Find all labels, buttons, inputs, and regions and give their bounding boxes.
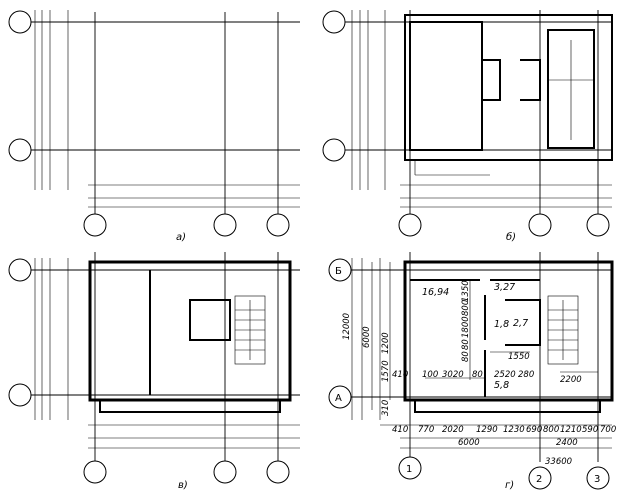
- axis-bubble: [213, 213, 237, 237]
- axis-bubble: [528, 213, 552, 237]
- axis-bubble: [266, 460, 290, 484]
- room-dim: 100: [422, 370, 438, 380]
- axis-bubble-2: [528, 466, 552, 490]
- axis-bubble: [266, 213, 290, 237]
- bottom-dim: 6000: [458, 438, 480, 448]
- bottom-dim: 800: [543, 425, 559, 435]
- bottom-dim: 2400: [556, 438, 578, 448]
- room-dim: 1550: [508, 352, 530, 362]
- room-dim: 2520: [494, 370, 516, 380]
- axis-bubble-A: [328, 385, 352, 409]
- panel-b: б): [322, 10, 613, 243]
- axis-bubble-3: [586, 466, 610, 490]
- axis-bubble: [83, 460, 107, 484]
- bottom-dim: 410: [392, 425, 408, 435]
- axis-bubble: [398, 213, 422, 237]
- vertical-dim: 1200: [381, 332, 391, 354]
- axis-number: 2: [536, 474, 542, 485]
- panel-b-label: б): [506, 231, 516, 243]
- vertical-dim: 310: [381, 400, 391, 416]
- panel-g: Б А 1 2 3 16,94 3,27 1,8 2,7 5,8 1550 10…: [328, 252, 616, 491]
- bottom-dim: 2020: [442, 425, 464, 435]
- bottom-dim: 33600: [545, 457, 572, 467]
- vertical-dim: 1800: [461, 316, 471, 338]
- overall-vertical-dim: 6000: [362, 326, 372, 348]
- room-area: 16,94: [422, 287, 449, 298]
- bottom-dim: 1210: [560, 425, 582, 435]
- bottom-dim: 1290: [476, 425, 498, 435]
- axis-bubble-1: [398, 456, 422, 480]
- overall-vertical-dim: 12000: [342, 313, 352, 340]
- vertical-dim: 1570: [381, 360, 391, 382]
- axis-letter: Б: [335, 266, 342, 277]
- axis-bubble: [213, 460, 237, 484]
- panel-v-label: в): [178, 480, 188, 491]
- vertical-dim: 80: [472, 370, 483, 380]
- room-dim: 280: [518, 370, 534, 380]
- panel-v: в): [8, 252, 300, 491]
- room-dim: 2200: [560, 375, 582, 385]
- vertical-dim: 1350: [461, 280, 471, 302]
- panel-g-label: г): [505, 480, 514, 491]
- vertical-dim: 80: [461, 339, 471, 350]
- vertical-dim: 80: [461, 351, 471, 362]
- axis-number: 1: [406, 464, 412, 475]
- bottom-dim: 690: [526, 425, 542, 435]
- room-dim: 3020: [442, 370, 464, 380]
- room-area: 5,8: [494, 380, 509, 391]
- bottom-dim: 700: [600, 425, 616, 435]
- axis-bubble: [322, 138, 346, 162]
- bottom-dim: 1230: [503, 425, 525, 435]
- room-area: 3,27: [494, 282, 515, 293]
- axis-bubble: [8, 10, 32, 34]
- bottom-dim: 590: [582, 425, 598, 435]
- axis-bubble: [586, 213, 610, 237]
- axis-number: 3: [594, 474, 600, 485]
- axis-bubble: [8, 138, 32, 162]
- axis-bubble-B: [328, 258, 352, 282]
- axis-bubble: [8, 258, 32, 282]
- room-area: 2,7: [513, 318, 528, 329]
- axis-bubble: [83, 213, 107, 237]
- vertical-dim: 410: [392, 370, 408, 380]
- axis-letter: А: [335, 393, 342, 404]
- bottom-dim: 770: [418, 425, 434, 435]
- vertical-dim: 800: [461, 300, 471, 316]
- panel-a-label: а): [176, 232, 186, 243]
- room-area: 1,8: [494, 319, 509, 330]
- axis-bubble: [8, 383, 32, 407]
- axis-bubble: [322, 10, 346, 34]
- panel-a: а): [8, 10, 300, 243]
